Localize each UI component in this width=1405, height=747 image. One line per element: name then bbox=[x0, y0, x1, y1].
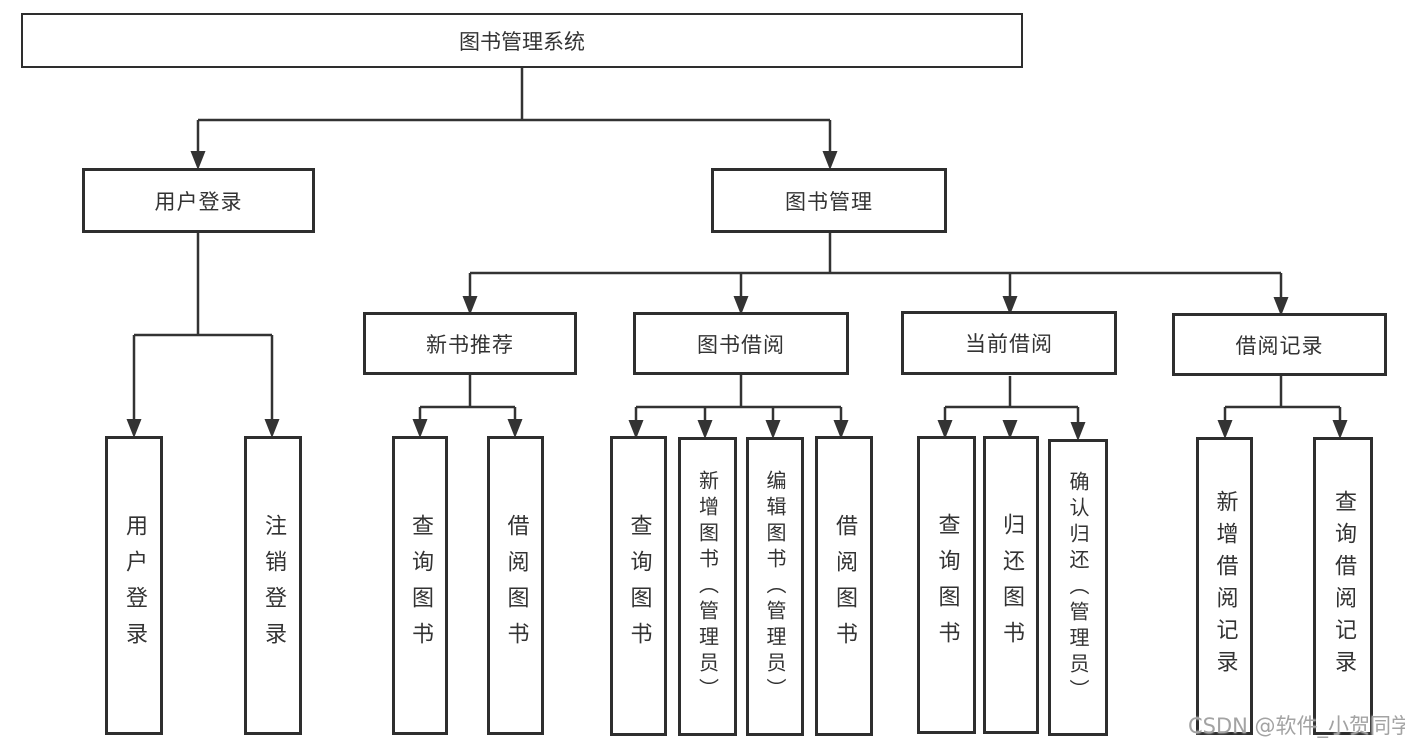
node-leaf-add-books-admin: 新增图书（管理员） bbox=[678, 437, 737, 736]
node-leaf-borrow-books-2: 借阅图书 bbox=[815, 436, 873, 736]
leaf-label: 确认归还（管理员） bbox=[1066, 470, 1090, 705]
leaf-label: 新增借阅记录 bbox=[1212, 490, 1238, 682]
node-leaf-query-books-3: 查询图书 bbox=[917, 436, 976, 734]
node-leaf-user-login: 用户登录 bbox=[105, 436, 163, 735]
leaf-label: 查询图书 bbox=[626, 514, 652, 658]
leaf-label: 借阅图书 bbox=[832, 514, 857, 658]
leaf-label: 查询图书 bbox=[408, 513, 433, 658]
node-current-borrowing: 当前借阅 bbox=[901, 311, 1117, 375]
node-leaf-add-borrow-record: 新增借阅记录 bbox=[1196, 437, 1253, 735]
node-leaf-query-books-2: 查询图书 bbox=[610, 436, 667, 736]
node-leaf-borrow-books-1: 借阅图书 bbox=[487, 436, 544, 735]
node-leaf-confirm-return-admin: 确认归还（管理员） bbox=[1048, 439, 1108, 736]
csdn-watermark: CSDN @软件_小贺同学 bbox=[1188, 714, 1405, 738]
leaf-label: 注销登录 bbox=[261, 513, 286, 658]
node-leaf-logout: 注销登录 bbox=[244, 436, 302, 735]
leaf-label: 查询图书 bbox=[934, 513, 960, 657]
node-borrowing-records: 借阅记录 bbox=[1172, 313, 1387, 376]
leaf-label: 借阅图书 bbox=[503, 513, 529, 658]
node-root: 图书管理系统 bbox=[21, 13, 1023, 68]
arrowheads bbox=[126, 151, 1348, 441]
leaf-label: 新增图书（管理员） bbox=[695, 469, 720, 704]
leaf-label: 用户登录 bbox=[122, 513, 147, 658]
leaf-label: 查询借阅记录 bbox=[1331, 490, 1356, 682]
node-user-login: 用户登录 bbox=[82, 168, 315, 233]
node-leaf-query-books-1: 查询图书 bbox=[392, 436, 448, 735]
node-leaf-return-books: 归还图书 bbox=[983, 436, 1039, 734]
leaf-label: 归还图书 bbox=[999, 513, 1024, 657]
node-leaf-query-borrow-record: 查询借阅记录 bbox=[1313, 437, 1373, 735]
node-leaf-edit-books-admin: 编辑图书（管理员） bbox=[746, 437, 804, 736]
node-book-management: 图书管理 bbox=[711, 168, 947, 233]
node-new-book-recommendation: 新书推荐 bbox=[363, 312, 577, 375]
leaf-label: 编辑图书（管理员） bbox=[763, 469, 787, 704]
node-book-borrowing: 图书借阅 bbox=[633, 312, 849, 375]
